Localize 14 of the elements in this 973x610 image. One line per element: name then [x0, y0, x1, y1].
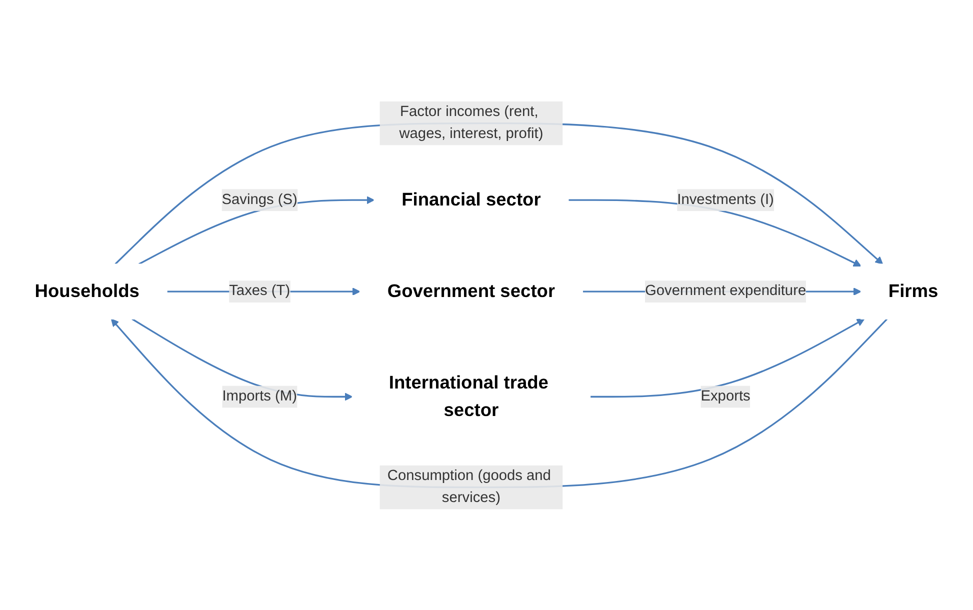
edge-label: Taxes (T)	[229, 283, 290, 299]
node-text: Financial sector	[402, 190, 541, 210]
node-text: International trade sector	[388, 372, 548, 420]
node-text: Government sector	[387, 281, 556, 302]
edge-label: Factor incomes (rent, wages, interest, profit)	[399, 104, 544, 142]
edge-label: Investments (I)	[677, 192, 774, 208]
edge-label: Imports (M)	[222, 388, 298, 404]
arrow	[590, 318, 865, 398]
edge-label: Exports	[700, 388, 750, 404]
edge-label: Consumption (goods and services)	[387, 468, 551, 506]
node-text: Firms	[888, 281, 938, 302]
node-text: Households	[34, 281, 140, 302]
edge-label: Savings (S)	[222, 192, 298, 208]
edge-label: Government expenditure	[645, 283, 806, 299]
